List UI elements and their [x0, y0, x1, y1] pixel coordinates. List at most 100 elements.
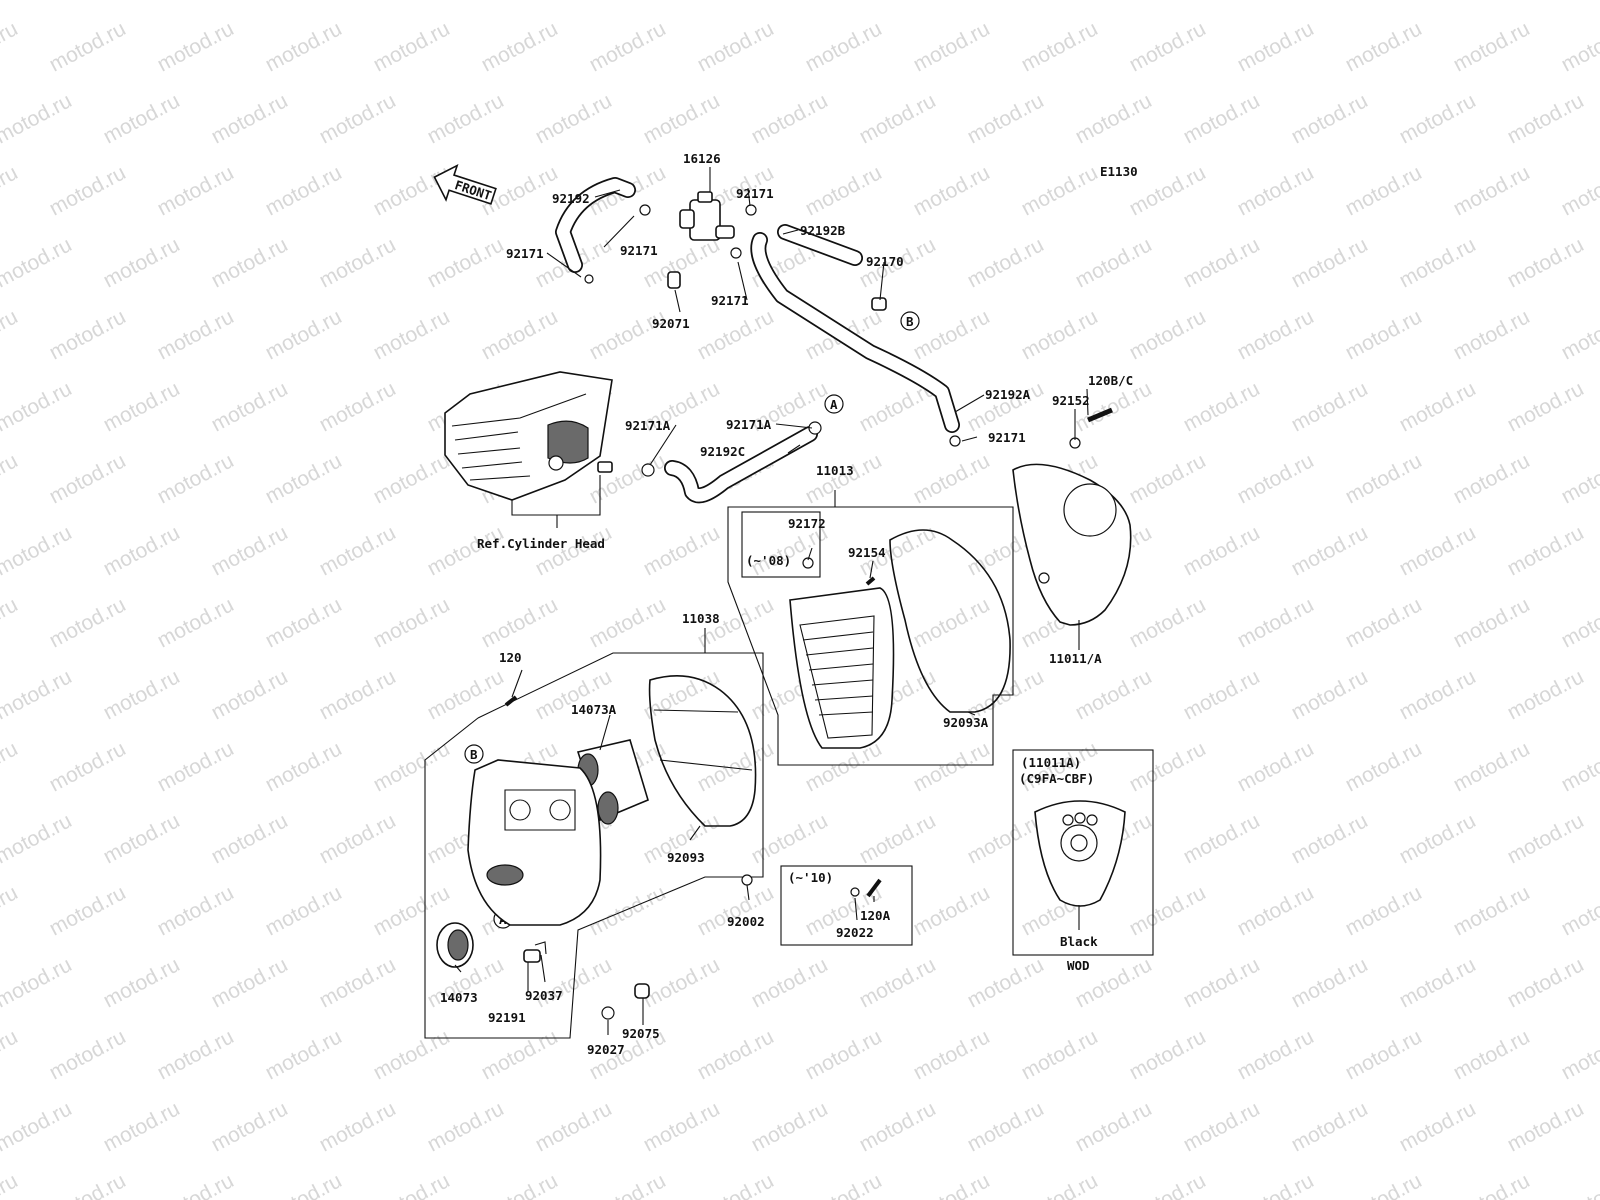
watermark-text: motod.ru	[802, 17, 886, 76]
watermark-text: motod.ru	[1288, 1097, 1372, 1156]
label-92170: 92170	[866, 254, 904, 269]
watermark-text: motod.ru	[1234, 17, 1318, 76]
label-92075: 92075	[622, 1026, 660, 1041]
bolt-92002	[741, 874, 753, 886]
watermark-text: motod.ru	[1396, 521, 1480, 580]
watermark-text: motod.ru	[856, 953, 940, 1012]
watermark-text: motod.ru	[424, 89, 508, 148]
watermark-text: motod.ru	[424, 0, 508, 4]
watermark-text: motod.ru	[1072, 89, 1156, 148]
watermark-text: motod.ru	[154, 1169, 238, 1200]
watermark-text: motod.ru	[748, 89, 832, 148]
watermark-text: motod.ru	[1234, 737, 1318, 796]
label-92171-b: 92171	[620, 243, 658, 258]
watermark-text: motod.ru	[1072, 1097, 1156, 1156]
watermark-text: motod.ru	[46, 593, 130, 652]
watermark-text: motod.ru	[1450, 881, 1534, 940]
watermark-text: motod.ru	[316, 233, 400, 292]
watermark-text: motod.ru	[1342, 737, 1426, 796]
watermark-text: motod.ru	[1504, 1097, 1588, 1156]
watermark-text: motod.ru	[640, 0, 724, 4]
label-92071: 92071	[652, 316, 690, 331]
watermark-text: motod.ru	[1396, 1097, 1480, 1156]
label-14073: 14073	[440, 990, 478, 1005]
watermark-text: motod.ru	[910, 1169, 994, 1200]
watermark-text: motod.ru	[1504, 665, 1588, 724]
watermark-text: motod.ru	[1450, 593, 1534, 652]
inset-code: WOD	[1067, 958, 1090, 973]
svg-text:B: B	[906, 314, 914, 329]
watermark-text: motod.ru	[1396, 377, 1480, 436]
watermark-text: motod.ru	[586, 593, 670, 652]
watermark-text: motod.ru	[1504, 89, 1588, 148]
watermark-text: motod.ru	[964, 1097, 1048, 1156]
watermark-text: motod.ru	[262, 305, 346, 364]
watermark-text: motod.ru	[694, 305, 778, 364]
watermark-text: motod.ru	[640, 1097, 724, 1156]
watermark-text: motod.ru	[1180, 0, 1264, 4]
gasket-92093a	[889, 529, 1011, 713]
label-120a: 120A	[860, 908, 891, 923]
watermark-text: motod.ru	[0, 1025, 22, 1084]
watermark-text: motod.ru	[370, 17, 454, 76]
watermark-text: motod.ru	[1234, 1025, 1318, 1084]
watermark-text: motod.ru	[748, 953, 832, 1012]
kit-box-11038	[424, 652, 764, 1039]
watermark-text: motod.ru	[748, 1097, 832, 1156]
watermark-text: motod.ru	[1450, 1025, 1534, 1084]
watermark-text: motod.ru	[478, 17, 562, 76]
watermark-text: motod.ru	[964, 89, 1048, 148]
label-14073a: 14073A	[571, 702, 617, 717]
watermark-text: motod.ru	[1504, 0, 1588, 4]
watermark-text: motod.ru	[1180, 377, 1264, 436]
watermark-text: motod.ru	[1558, 449, 1600, 508]
watermark-text: motod.ru	[1288, 377, 1372, 436]
inset-title-1: (11011A)	[1021, 755, 1081, 770]
watermark-text: motod.ru	[1504, 233, 1588, 292]
watermark-text: motod.ru	[0, 1169, 22, 1200]
watermark-text: motod.ru	[262, 881, 346, 940]
watermark-text: motod.ru	[856, 1097, 940, 1156]
label-92027: 92027	[587, 1042, 625, 1057]
watermark-text: motod.ru	[262, 1025, 346, 1084]
watermark-text: motod.ru	[0, 377, 76, 436]
watermark-text: motod.ru	[586, 1169, 670, 1200]
label-92171-a: 92171	[736, 186, 774, 201]
watermark-text: motod.ru	[1396, 665, 1480, 724]
watermark-text: motod.ru	[1234, 305, 1318, 364]
watermark-text: motod.ru	[1450, 449, 1534, 508]
watermark-text: motod.ru	[694, 881, 778, 940]
marker-a-top: A	[824, 394, 844, 414]
watermark-text: motod.ru	[1234, 881, 1318, 940]
watermark-text: motod.ru	[100, 521, 184, 580]
watermark-text: motod.ru	[208, 521, 292, 580]
watermark-text: motod.ru	[0, 17, 22, 76]
watermark-text: motod.ru	[1018, 1025, 1102, 1084]
watermark-text: motod.ru	[856, 89, 940, 148]
watermark-text: motod.ru	[316, 377, 400, 436]
watermark-text: motod.ru	[1342, 161, 1426, 220]
watermark-text: motod.ru	[100, 1097, 184, 1156]
watermark-text: motod.ru	[478, 1025, 562, 1084]
watermark-text: motod.ru	[1558, 881, 1600, 940]
label-92192a: 92192A	[985, 387, 1031, 402]
air-filter-element	[789, 587, 895, 749]
watermark-text: motod.ru	[1126, 881, 1210, 940]
watermark-text: motod.ru	[262, 593, 346, 652]
watermark-text: motod.ru	[208, 377, 292, 436]
hose-92192a	[750, 232, 960, 433]
watermark-text: motod.ru	[1342, 593, 1426, 652]
label-92093: 92093	[667, 850, 705, 865]
watermark-text: motod.ru	[802, 449, 886, 508]
hose-92192b	[777, 224, 863, 266]
watermark-text: motod.ru	[1288, 89, 1372, 148]
watermark-text: motod.ru	[100, 953, 184, 1012]
watermark-text: motod.ru	[316, 521, 400, 580]
watermark-text: motod.ru	[370, 1025, 454, 1084]
filter-92093	[648, 674, 757, 827]
watermark-text: motod.ru	[802, 1025, 886, 1084]
label-92022: 92022	[836, 925, 874, 940]
bolt-120bc	[1087, 407, 1113, 423]
watermark-text: motod.ru	[46, 1025, 130, 1084]
cylinder-head	[444, 371, 613, 501]
